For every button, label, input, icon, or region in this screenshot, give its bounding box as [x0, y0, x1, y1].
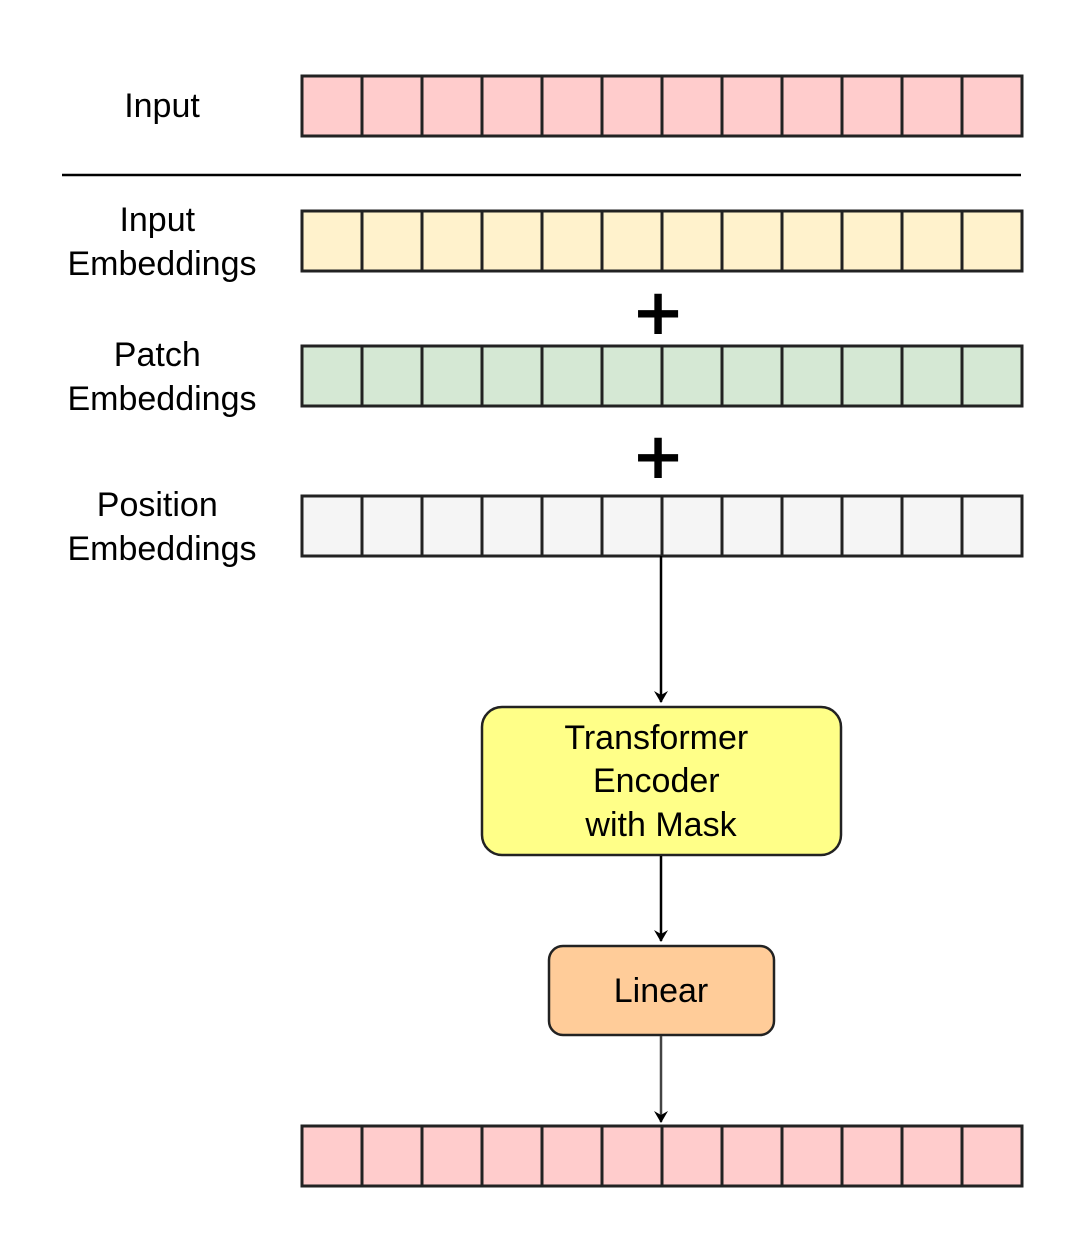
- input-emb-cell: [660, 209, 724, 273]
- patch-embeddings-row: Patch Embeddings: [67, 336, 1024, 418]
- output-cell: [420, 1124, 484, 1188]
- plus-sign-2: +: [631, 420, 685, 494]
- patch-emb-cell: [600, 344, 664, 408]
- input-row-cells: [300, 74, 1024, 138]
- input-embeddings-row: Input Embeddings: [67, 201, 1024, 283]
- output-cell: [840, 1124, 904, 1188]
- input-cell: [960, 74, 1024, 138]
- input-emb-cell: [420, 209, 484, 273]
- input-row-label: Input: [124, 87, 200, 125]
- transformer-encoder-label: Transformer Encoder with Mask: [564, 719, 757, 844]
- output-cell: [960, 1124, 1024, 1188]
- patch-emb-cell: [480, 344, 544, 408]
- patch-emb-cell: [300, 344, 364, 408]
- transformer-encoder-box: [480, 705, 843, 857]
- position-embeddings-cells: [300, 494, 1024, 558]
- output-cell: [480, 1124, 544, 1188]
- output-row-cells: [300, 1124, 1024, 1188]
- patch-emb-cell: [960, 344, 1024, 408]
- input-emb-cell: [780, 209, 844, 273]
- plus-sign-1: +: [631, 276, 685, 350]
- input-emb-cell: [300, 209, 364, 273]
- output-cell: [300, 1124, 364, 1188]
- position-embeddings-row: Position Embeddings: [67, 486, 1024, 568]
- transformer-encoder-block: Transformer Encoder with Mask: [480, 705, 843, 857]
- input-emb-cell: [540, 209, 604, 273]
- input-row: Input: [124, 74, 1024, 138]
- output-cell: [660, 1124, 724, 1188]
- patch-emb-cell: [780, 344, 844, 408]
- patch-embeddings-label: Patch Embeddings: [67, 336, 256, 418]
- pos-emb-cell: [480, 494, 544, 558]
- output-cell: [780, 1124, 844, 1188]
- input-emb-cell: [480, 209, 544, 273]
- input-emb-cell: [900, 209, 964, 273]
- input-embeddings-label: Input Embeddings: [67, 201, 256, 283]
- output-cell: [360, 1124, 424, 1188]
- linear-label: Linear: [614, 972, 709, 1010]
- input-cell: [300, 74, 364, 138]
- patch-emb-cell: [660, 344, 724, 408]
- input-cell: [900, 74, 964, 138]
- pos-emb-cell: [540, 494, 604, 558]
- input-emb-cell: [360, 209, 424, 273]
- linear-block: Linear: [547, 944, 776, 1037]
- input-cell: [660, 74, 724, 138]
- patch-emb-cell: [840, 344, 904, 408]
- linear-box: [547, 944, 776, 1037]
- pos-emb-cell: [360, 494, 424, 558]
- pos-emb-cell: [720, 494, 784, 558]
- patch-embeddings-cells: [300, 344, 1024, 408]
- pos-emb-cell: [900, 494, 964, 558]
- input-cell: [540, 74, 604, 138]
- input-emb-cell: [600, 209, 664, 273]
- input-embeddings-cells: [300, 209, 1024, 273]
- input-cell: [480, 74, 544, 138]
- pos-emb-cell: [960, 494, 1024, 558]
- input-cell: [420, 74, 484, 138]
- output-cell: [600, 1124, 664, 1188]
- input-emb-cell: [840, 209, 904, 273]
- patch-emb-cell: [360, 344, 424, 408]
- output-row: [300, 1124, 1024, 1188]
- pos-emb-cell: [600, 494, 664, 558]
- position-embeddings-label: Position Embeddings: [67, 486, 256, 568]
- output-cell: [900, 1124, 964, 1188]
- input-cell: [780, 74, 844, 138]
- pos-emb-cell: [780, 494, 844, 558]
- patch-emb-cell: [540, 344, 604, 408]
- pos-emb-cell: [660, 494, 724, 558]
- input-cell: [360, 74, 424, 138]
- input-cell: [600, 74, 664, 138]
- patch-emb-cell: [720, 344, 784, 408]
- input-emb-cell: [720, 209, 784, 273]
- patch-emb-cell: [900, 344, 964, 408]
- output-cell: [540, 1124, 604, 1188]
- input-emb-cell: [960, 209, 1024, 273]
- patch-emb-cell: [420, 344, 484, 408]
- pos-emb-cell: [420, 494, 484, 558]
- pos-emb-cell: [840, 494, 904, 558]
- input-cell: [840, 74, 904, 138]
- input-cell: [720, 74, 784, 138]
- output-cell: [720, 1124, 784, 1188]
- pos-emb-cell: [300, 494, 364, 558]
